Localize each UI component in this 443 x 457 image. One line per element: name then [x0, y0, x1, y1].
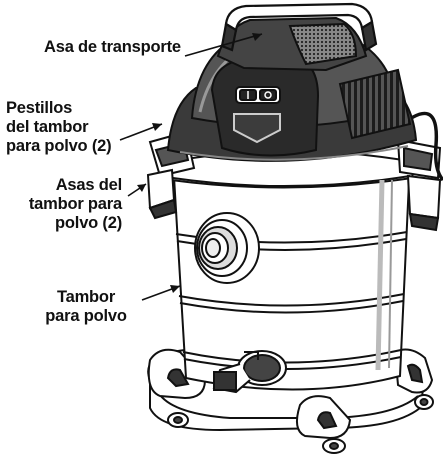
hose-inlet-port — [194, 212, 260, 284]
label-drum-latches: Pestillos del tambor para polvo (2) — [6, 99, 112, 156]
leader-carry-handle — [184, 33, 263, 57]
label-drum-latches-line-2: del tambor — [6, 118, 89, 136]
arrow-drum-handles — [137, 184, 146, 192]
motor-head — [166, 16, 418, 162]
label-drum-latches-line-3: para polvo (2) — [6, 137, 112, 155]
drum-latch-right — [396, 138, 442, 180]
carry-handle — [220, 2, 378, 52]
caster-wheels — [167, 394, 434, 454]
arrow-dust-drum — [170, 285, 180, 293]
label-dust-drum-line-2: para polvo — [45, 307, 127, 325]
arrow-drum-latches — [152, 123, 162, 131]
label-drum-latches-line-1: Pestillos — [6, 99, 73, 117]
drum-handle-left — [146, 168, 178, 220]
label-drum-handles-line-2: tambor para — [28, 195, 122, 213]
power-cord — [396, 111, 443, 182]
label-drum-handles: Asas del tambor para polvo (2) — [24, 176, 122, 233]
label-carry-handle-line-1: Asa de transporte — [44, 38, 181, 56]
leader-arrowheads — [137, 33, 262, 293]
label-dust-drum: Tambor para polvo — [36, 288, 136, 326]
label-drum-handles-line-3: polvo (2) — [55, 214, 122, 232]
label-dust-drum-line-1: Tambor — [56, 288, 116, 306]
caster-feet — [147, 348, 434, 440]
arrow-carry-handle — [252, 33, 262, 41]
label-carry-handle: Asa de transporte — [44, 38, 181, 57]
drain-port — [212, 350, 287, 394]
drum-handle-right — [406, 174, 442, 232]
label-drum-handles-line-1: Asas del — [55, 176, 122, 194]
